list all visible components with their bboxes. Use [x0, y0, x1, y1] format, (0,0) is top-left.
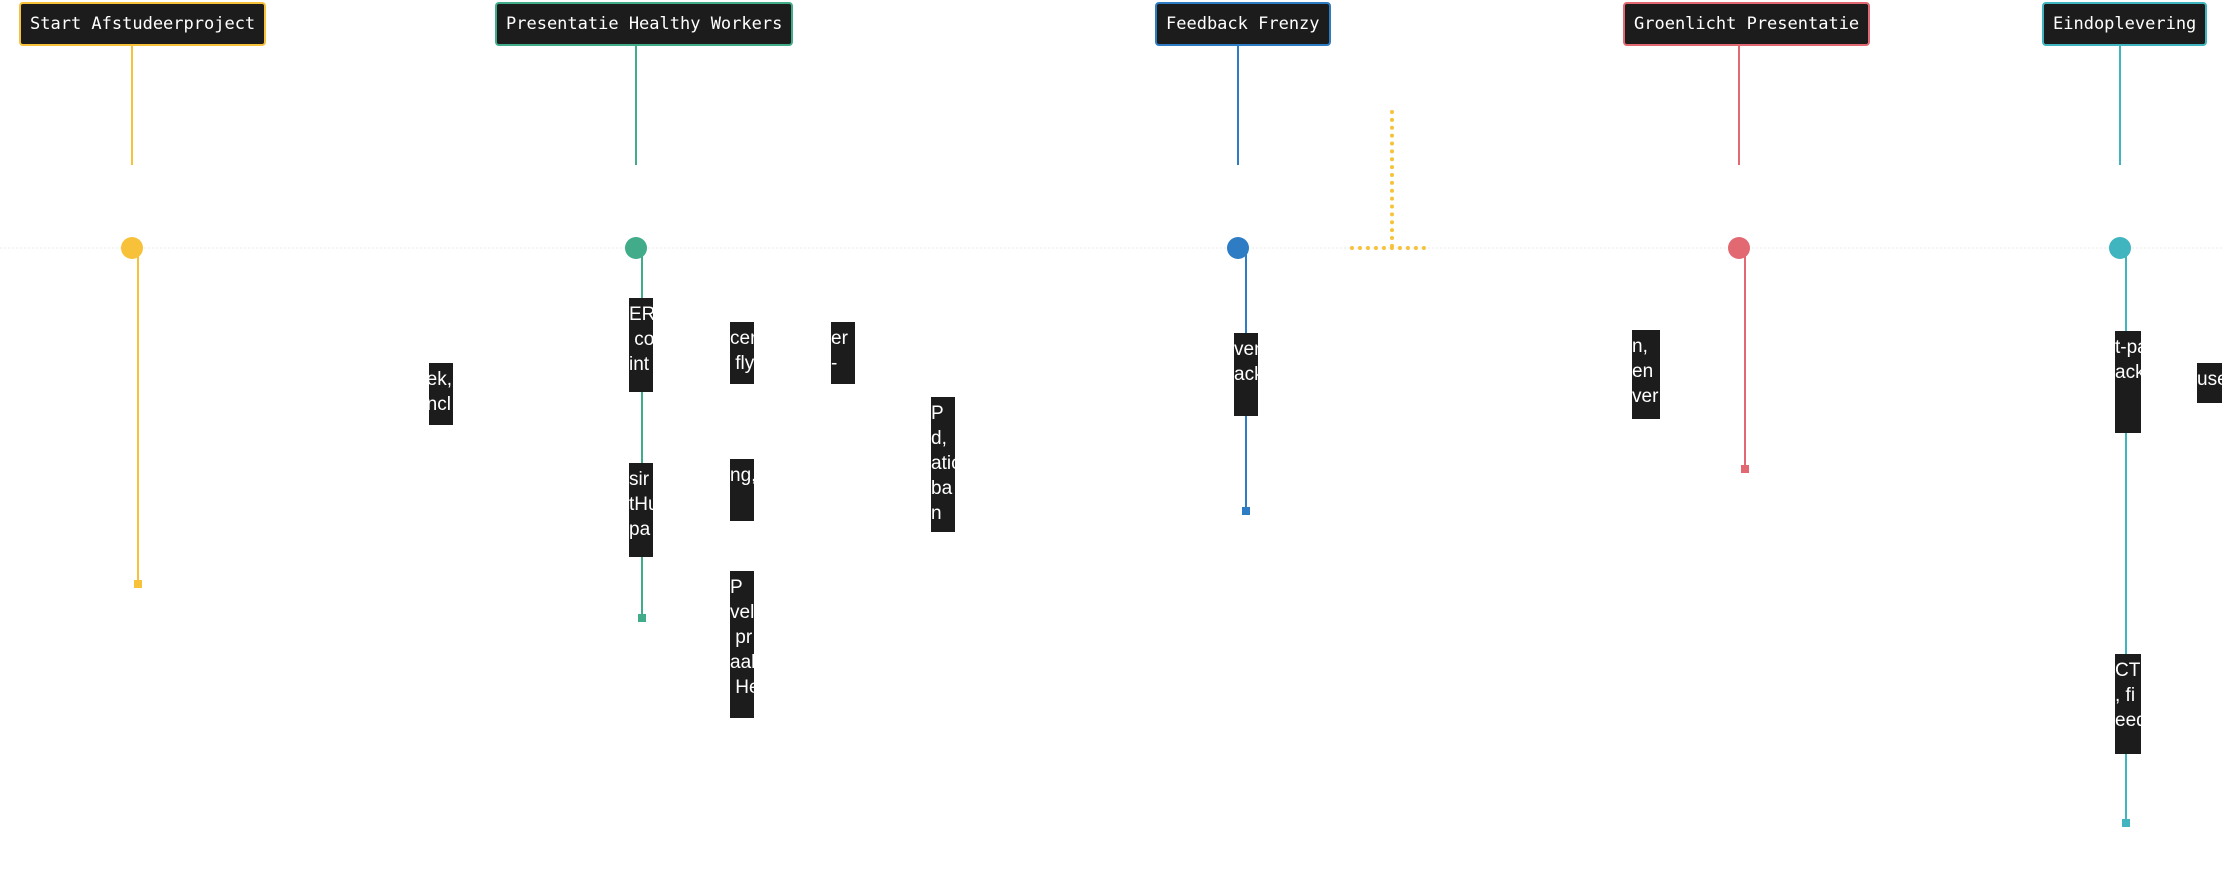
milestone-dot[interactable] [2109, 237, 2131, 259]
milestone-connector [2119, 46, 2121, 165]
milestone-start-afstudeerproject[interactable]: Start Afstudeerproject [19, 2, 267, 46]
task-box[interactable]: cer fly [730, 322, 754, 384]
task-text: t-pa ack [2115, 337, 2141, 383]
task-box[interactable]: t-pa ack [2115, 331, 2141, 433]
milestone-dot[interactable] [625, 237, 647, 259]
milestone-presentatie-healthy-workers[interactable]: Presentatie Healthy Workers [495, 2, 794, 46]
task-box[interactable]: ek, ncl [429, 363, 453, 425]
milestone-dot[interactable] [121, 237, 143, 259]
task-stem-end [2122, 819, 2130, 827]
task-text: ER co int [629, 304, 653, 375]
task-box[interactable]: n, en ver [1632, 330, 1660, 419]
milestone-connector [131, 46, 133, 165]
task-stem-end [1242, 507, 1250, 515]
task-text: CT , fi eed [2115, 660, 2141, 731]
milestone-groenlicht-presentatie[interactable]: Groenlicht Presentatie [1623, 2, 1871, 46]
milestone-connector [1738, 46, 1740, 165]
task-box[interactable]: P vel pr aal He [730, 571, 754, 718]
task-stem-end [638, 614, 646, 622]
milestone-dot[interactable] [1728, 237, 1750, 259]
task-stem-end [1741, 465, 1749, 473]
task-stem [641, 248, 643, 619]
task-text: er - [831, 328, 848, 374]
milestone-eindoplevering[interactable]: Eindoplevering [2042, 2, 2208, 46]
milestone-connector [635, 46, 637, 165]
task-stem [1744, 248, 1746, 469]
task-box[interactable]: P d, atic ba n [931, 397, 955, 532]
task-stem-end [134, 580, 142, 588]
milestone-connector [1237, 46, 1239, 165]
task-text: ng, [730, 465, 754, 486]
milestone-feedback-frenzy[interactable]: Feedback Frenzy [1155, 2, 1331, 46]
task-text: use [2197, 369, 2222, 390]
task-text: sir tHu pa [629, 469, 653, 540]
today-marker-vertical [1390, 110, 1394, 248]
task-box[interactable]: ng, [730, 459, 754, 521]
milestone-dot[interactable] [1227, 237, 1249, 259]
today-marker-horizontal [1350, 246, 1426, 250]
task-text: P vel pr aal He [730, 577, 754, 698]
task-stem [137, 248, 139, 585]
task-text: ek, ncl [429, 369, 452, 415]
task-text: cer fly [730, 328, 754, 374]
task-box[interactable]: CT , fi eed [2115, 654, 2141, 754]
task-box[interactable]: ER co int [629, 298, 653, 392]
task-box[interactable]: sir tHu pa [629, 463, 653, 557]
task-text: ver ack [1234, 339, 1258, 385]
task-box[interactable]: ver ack [1234, 333, 1258, 416]
timeline-axis [0, 247, 2222, 249]
task-box[interactable]: er - [831, 322, 855, 384]
task-text: P d, atic ba n [931, 403, 955, 524]
task-box[interactable]: use [2197, 363, 2222, 403]
task-stem [2125, 248, 2127, 820]
task-text: n, en ver [1632, 336, 1659, 407]
